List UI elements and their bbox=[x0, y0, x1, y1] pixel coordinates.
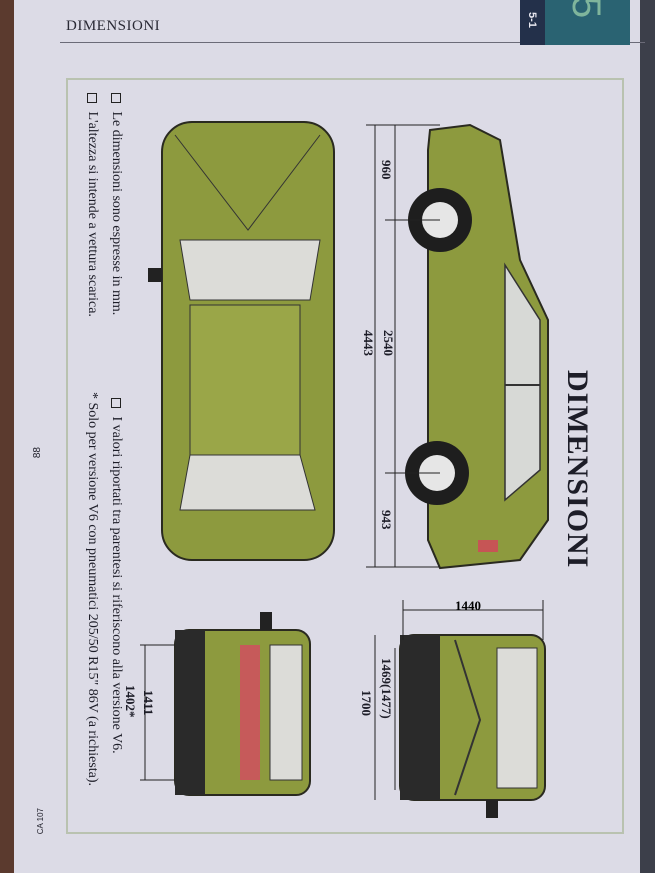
length-label: 4443 bbox=[361, 330, 376, 356]
rear-track-label: 1411 bbox=[141, 690, 156, 716]
note-text: Solo per versione V6 con pneumatici 205/… bbox=[85, 402, 100, 787]
rear-track-alt-label: 1402* bbox=[123, 685, 138, 718]
front-overhang-label: 960 bbox=[379, 160, 394, 180]
front-track-label: 1469(1477) bbox=[379, 658, 394, 719]
section-number: 5 bbox=[564, 0, 608, 19]
rear-overhang-label: 943 bbox=[379, 510, 394, 530]
header-divider bbox=[60, 42, 645, 43]
checkbox-bullet-icon bbox=[111, 93, 121, 103]
rear-view-car bbox=[174, 612, 311, 796]
note-item: L'altezza si intende a vettura scarica. bbox=[84, 93, 100, 317]
page-title: DIMENSIONI bbox=[561, 370, 594, 569]
note-item: Le dimensioni sono espresse in mm. bbox=[108, 93, 124, 315]
checkbox-bullet-icon bbox=[111, 398, 121, 408]
note-text: Le dimensioni sono espresse in mm. bbox=[109, 111, 124, 316]
side-dimension-lines bbox=[366, 124, 440, 568]
figure-code: CA 107 bbox=[36, 808, 45, 835]
background-edge bbox=[640, 0, 655, 873]
rear-dimension-lines bbox=[140, 644, 175, 781]
section-tab-label: 5-1 bbox=[526, 12, 538, 28]
asterisk-marker: * bbox=[85, 392, 100, 399]
header-title: DIMENSIONI bbox=[66, 18, 161, 34]
top-view-car bbox=[148, 121, 335, 561]
page-number: 88 bbox=[32, 447, 43, 459]
note-item: I valori riportati tra parentesi si rife… bbox=[108, 398, 124, 754]
height-label: 1440 bbox=[455, 598, 481, 613]
note-item: * Solo per versione V6 con pneumatici 20… bbox=[84, 392, 100, 786]
note-text: L'altezza si intende a vettura scarica. bbox=[85, 111, 100, 317]
front-dimension-lines bbox=[374, 600, 544, 800]
wheelbase-label: 2540 bbox=[381, 330, 396, 356]
content-frame bbox=[66, 78, 624, 834]
section-tab-dark: 5-1 bbox=[520, 0, 545, 45]
note-text: I valori riportati tra parentesi si rife… bbox=[109, 416, 124, 754]
width-label: 1700 bbox=[359, 690, 374, 716]
checkbox-bullet-icon bbox=[87, 93, 97, 103]
side-view-car bbox=[405, 123, 549, 570]
section-tab-teal: 5 bbox=[545, 0, 630, 45]
front-view-car bbox=[399, 634, 546, 818]
